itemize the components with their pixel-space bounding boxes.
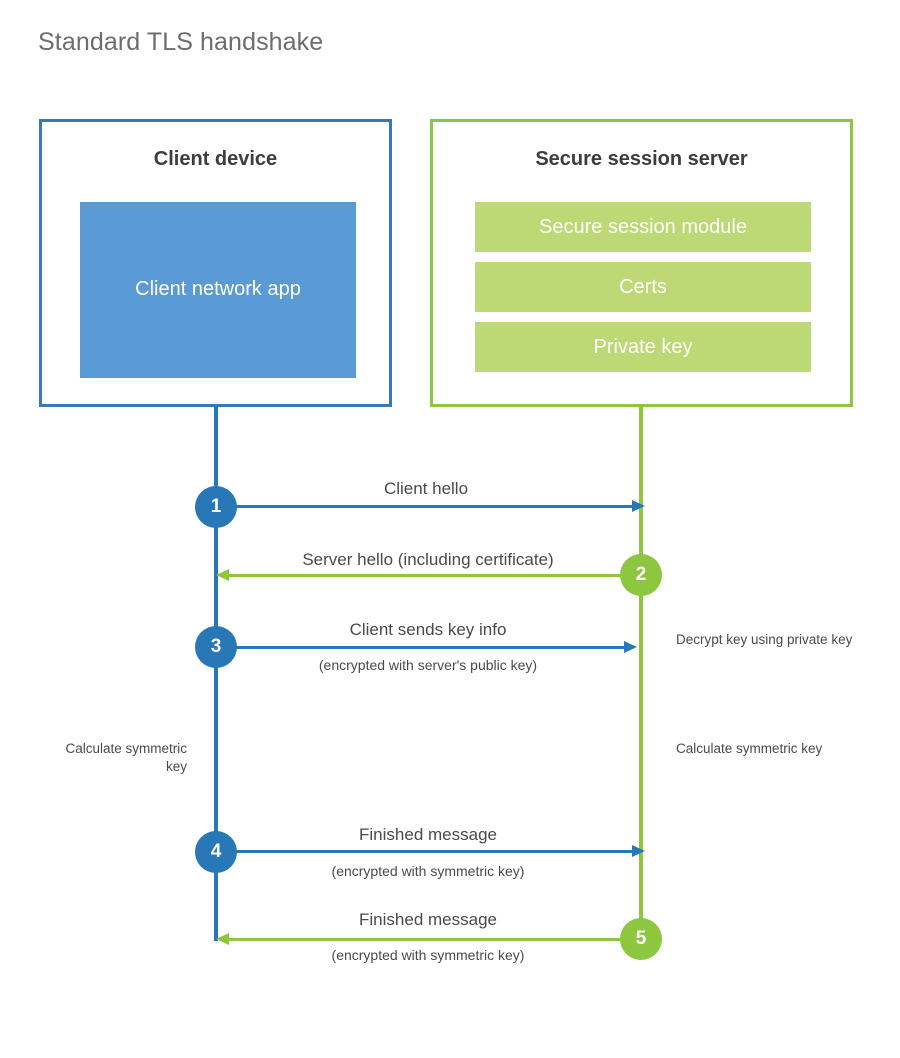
arrow-step-3 bbox=[216, 641, 637, 653]
server-lifeline bbox=[639, 406, 643, 939]
page-title: Standard TLS handshake bbox=[38, 28, 324, 56]
step-marker-1: 1 bbox=[195, 486, 237, 528]
arrowhead-left-icon bbox=[216, 569, 229, 581]
arrow-step-1 bbox=[216, 500, 645, 512]
note-decrypt-key: Decrypt key using private key bbox=[676, 632, 853, 647]
client-network-app-block: Client network app bbox=[80, 202, 356, 378]
message-label-step-1: Client hello bbox=[383, 479, 469, 498]
note-server-calculate-symmetric-key: Calculate symmetric key bbox=[676, 741, 823, 756]
arrow-step-5 bbox=[216, 933, 639, 945]
step-marker-3: 3 bbox=[195, 626, 237, 668]
message-label-step-4: Finished message bbox=[359, 825, 497, 844]
note-client-calculate-symmetric-key: Calculate symmetric key bbox=[65, 741, 187, 775]
message-sublabel-step-3: (encrypted with server's public key) bbox=[318, 657, 538, 673]
step-marker-2: 2 bbox=[620, 554, 662, 596]
arrowhead-right-icon bbox=[624, 641, 637, 653]
message-label-step-3: Client sends key info bbox=[349, 620, 507, 639]
server-component-certs: Certs bbox=[475, 262, 811, 312]
server-component-stack: Secure session module Certs Private key bbox=[475, 202, 811, 382]
client-device-box: Client device Client network app bbox=[39, 119, 392, 407]
arrowhead-left-icon bbox=[216, 933, 229, 945]
secure-session-server-box: Secure session server Secure session mod… bbox=[430, 119, 853, 407]
arrow-step-2 bbox=[216, 569, 639, 581]
arrow-step-4 bbox=[216, 845, 645, 857]
message-sublabel-step-5: (encrypted with symmetric key) bbox=[331, 947, 525, 963]
message-sublabel-step-4: (encrypted with symmetric key) bbox=[331, 863, 525, 879]
server-component-private-key: Private key bbox=[475, 322, 811, 372]
client-lifeline bbox=[214, 406, 218, 941]
message-label-step-2: Server hello (including certificate) bbox=[302, 550, 554, 569]
server-component-secure-session-module: Secure session module bbox=[475, 202, 811, 252]
arrowhead-right-icon bbox=[632, 500, 645, 512]
secure-session-server-title: Secure session server bbox=[535, 148, 748, 170]
client-device-title: Client device bbox=[153, 148, 278, 170]
message-label-step-5: Finished message bbox=[359, 910, 497, 929]
step-marker-5: 5 bbox=[620, 918, 662, 960]
step-marker-4: 4 bbox=[195, 831, 237, 873]
arrowhead-right-icon bbox=[632, 845, 645, 857]
